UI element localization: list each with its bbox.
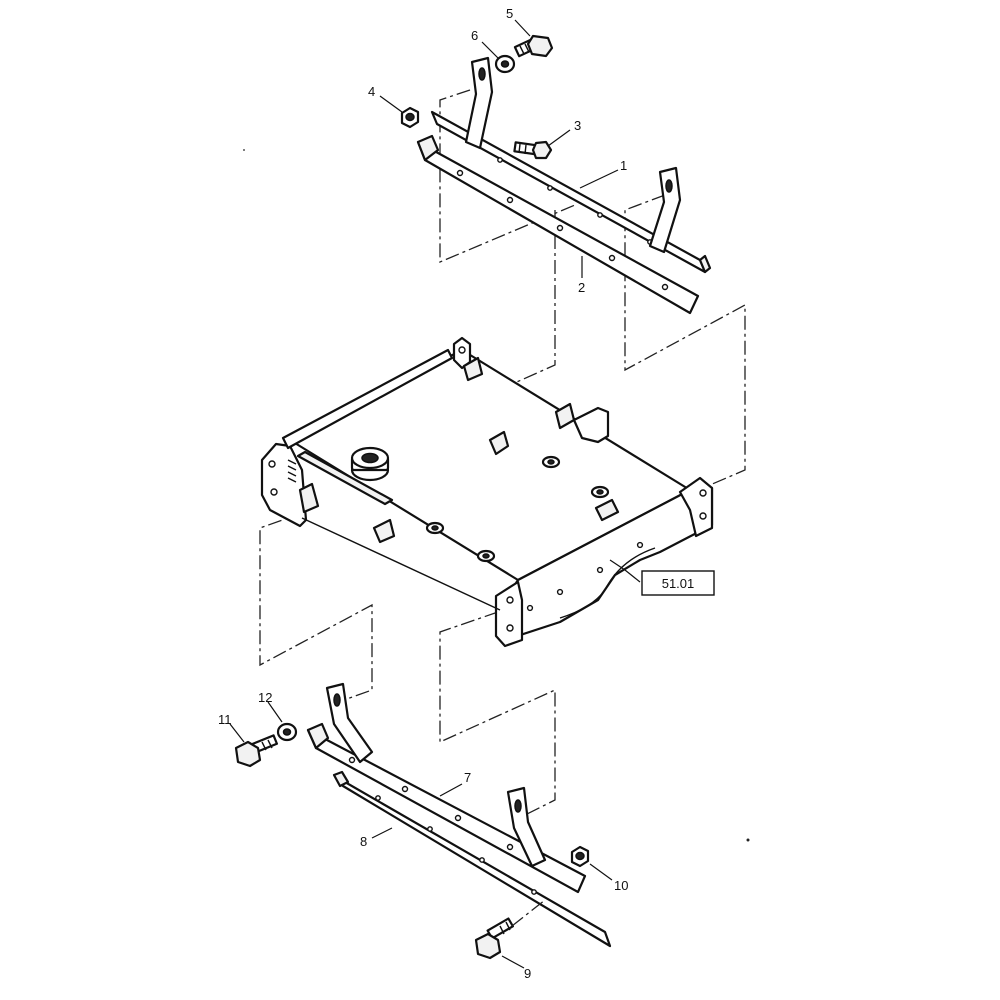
alignment-lines bbox=[259, 89, 746, 816]
frame-boss bbox=[350, 446, 390, 482]
callout-6: 6 bbox=[471, 28, 478, 43]
bolt-11-icon bbox=[234, 734, 279, 768]
main-frame bbox=[260, 336, 714, 648]
frame-rear-rail bbox=[281, 348, 454, 450]
rail-8-holes bbox=[375, 795, 537, 895]
callout-5: 5 bbox=[506, 6, 513, 21]
upper-left-bracket bbox=[464, 56, 494, 150]
bolt-5-icon bbox=[513, 34, 554, 58]
lower-hardware bbox=[234, 722, 590, 960]
callout-2: 2 bbox=[578, 280, 585, 295]
callout-11: 11 bbox=[218, 712, 232, 727]
callout-3: 3 bbox=[574, 118, 581, 133]
nut-10-icon bbox=[570, 845, 590, 868]
scan-specks bbox=[243, 149, 750, 842]
frame-front-left-plate bbox=[494, 580, 524, 648]
lower-rail-part-8 bbox=[336, 776, 612, 948]
rail-7-holes bbox=[348, 756, 514, 851]
upper-hardware bbox=[400, 34, 554, 160]
washer-12-icon bbox=[276, 722, 298, 742]
frame-slot-bar bbox=[296, 450, 394, 506]
upper-rail-assembly bbox=[416, 56, 712, 315]
callout-10: 10 bbox=[614, 878, 628, 893]
frame-left-clip bbox=[298, 482, 320, 514]
lower-rail-part-7 bbox=[306, 728, 587, 894]
callout-9: 9 bbox=[524, 966, 531, 981]
frame-clip-center bbox=[488, 430, 510, 456]
callout-labels: 5 6 4 3 1 2 11 12 7 8 10 9 bbox=[218, 6, 628, 981]
callout-8: 8 bbox=[360, 834, 367, 849]
rail-2-holes bbox=[456, 169, 669, 291]
callout-4: 4 bbox=[368, 84, 375, 99]
nut-4-icon bbox=[400, 106, 420, 129]
frame-clip-right bbox=[594, 498, 620, 522]
callout-12: 12 bbox=[258, 690, 272, 705]
bolt-3-icon bbox=[513, 140, 553, 160]
callout-leaders bbox=[229, 19, 641, 969]
callout-1: 1 bbox=[620, 158, 627, 173]
callout-7: 7 bbox=[464, 770, 471, 785]
frame-clip-left bbox=[372, 518, 396, 544]
reference-label: 51.01 bbox=[662, 576, 695, 591]
frame-scale-marks bbox=[287, 459, 297, 483]
lower-rail-assembly bbox=[306, 682, 612, 948]
upper-right-bracket bbox=[648, 166, 682, 254]
frame-rear-bracket bbox=[572, 406, 610, 444]
bolt-9-icon bbox=[474, 917, 514, 960]
reference-box: 51.01 bbox=[641, 570, 715, 596]
washer-6-icon bbox=[494, 54, 516, 74]
